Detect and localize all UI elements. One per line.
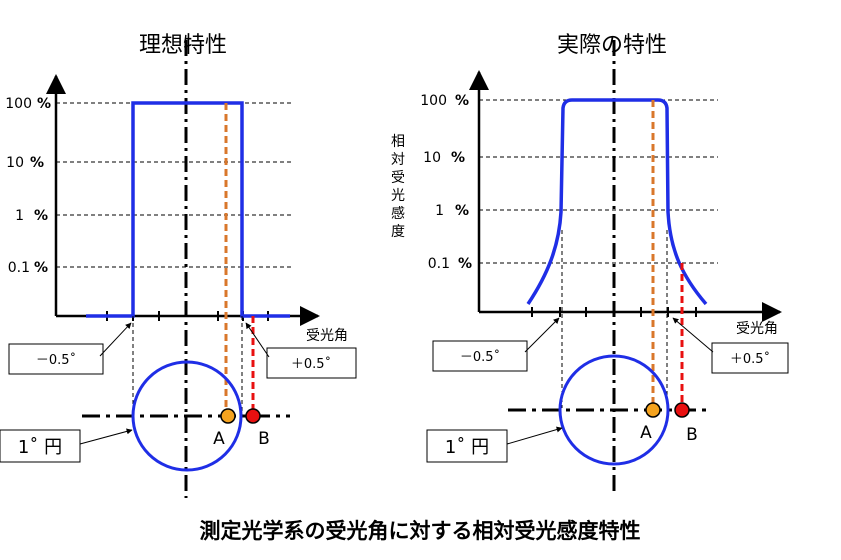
left-point-a: [220, 408, 236, 424]
right-y-tick-10: 10: [423, 150, 441, 166]
left-y-tick-100: 100: [5, 96, 32, 112]
left-point-b-label: B: [258, 429, 270, 449]
left-ideal-curve: [86, 101, 290, 318]
left-callout-minus-box: [8, 343, 104, 375]
right-y-tick-0.1-unit: %: [458, 256, 472, 272]
left-circle-label-text: 1˚ 円: [18, 437, 62, 458]
left-gridlines: [56, 102, 292, 268]
right-gridlines: [479, 99, 718, 264]
right-x-ticks: [531, 307, 697, 317]
right-y-label-char-3: 光: [391, 188, 405, 204]
right-callout-minus-text: －0.5˚: [460, 349, 500, 365]
left-point-b: [245, 408, 261, 424]
left-y-tick-100-unit: %: [37, 96, 51, 112]
left-callout-plus-arrow: [245, 322, 270, 358]
left-y-tick-0.1: 0.1: [8, 260, 30, 276]
left-circle-label-arrow: [79, 428, 133, 445]
right-y-label-char-4: 感: [391, 205, 405, 222]
right-y-ticks: 100 % 10 % 1 % 0.1 %: [420, 93, 472, 272]
right-y-tick-1-unit: %: [455, 203, 469, 219]
right-callout-minus-box: [432, 340, 528, 372]
right-callout-plus-arrow: [672, 317, 714, 353]
left-y-tick-1: 1: [15, 208, 24, 224]
right-y-label-char-0: 相: [391, 134, 405, 150]
right-point-b-label: B: [686, 425, 698, 445]
left-x-axis-label: 受光角: [306, 328, 348, 344]
left-y-tick-10-unit: %: [30, 155, 44, 171]
left-y-tick-1-unit: %: [34, 208, 48, 224]
right-y-label-char-1: 対: [391, 152, 405, 168]
left-point-a-label: A: [213, 429, 225, 449]
right-actual-curve: [526, 98, 708, 306]
right-point-a-label: A: [640, 423, 652, 443]
left-panel-title: 理想特性: [139, 33, 227, 58]
left-one-degree-circle: [131, 360, 243, 472]
right-y-tick-1: 1: [435, 203, 444, 219]
left-y-tick-10: 10: [6, 155, 24, 171]
right-y-tick-100: 100: [420, 93, 447, 109]
left-callout-plus-text: ＋0.5˚: [291, 356, 331, 372]
right-y-tick-100-unit: %: [455, 93, 469, 109]
right-panel-title: 実際の特性: [557, 33, 667, 58]
right-callout-minus-arrow: [524, 317, 560, 353]
right-circle-label-text: 1˚ 円: [445, 437, 489, 458]
right-panel: 実際の特性 相 対 受 光 感 度 100 % 10 % 1 % 0.1 %: [391, 33, 789, 492]
right-y-tick-0.1: 0.1: [428, 256, 450, 272]
left-y-tick-0.1-unit: %: [34, 260, 48, 276]
left-circle-label-box: [0, 429, 81, 463]
left-panel: 理想特性 100 % 10 % 1 % 0.1 %: [0, 33, 357, 498]
left-callout-minus-arrow: [99, 322, 132, 357]
right-callout-plus-text: ＋0.5˚: [730, 351, 770, 367]
right-point-a: [645, 402, 661, 418]
right-one-degree-circle: [558, 354, 670, 466]
left-y-ticks: 100 % 10 % 1 % 0.1 %: [5, 96, 51, 276]
left-callout-plus-box: [266, 347, 357, 379]
right-y-label-char-2: 受: [391, 170, 405, 186]
diagram-caption: 測定光学系の受光角に対する相対受光感度特性: [200, 519, 641, 543]
right-y-axis-label: 相 対 受 光 感 度: [391, 134, 405, 240]
left-callout-minus-text: －0.5˚: [36, 352, 76, 368]
right-circle-label-box: [426, 429, 508, 463]
right-callout-plus-box: [711, 342, 789, 374]
right-circle-label-arrow: [506, 426, 563, 445]
right-x-axis-label: 受光角: [736, 321, 778, 337]
right-point-b: [674, 402, 690, 418]
right-y-tick-10-unit: %: [451, 150, 465, 166]
right-y-label-char-5: 度: [391, 224, 405, 240]
